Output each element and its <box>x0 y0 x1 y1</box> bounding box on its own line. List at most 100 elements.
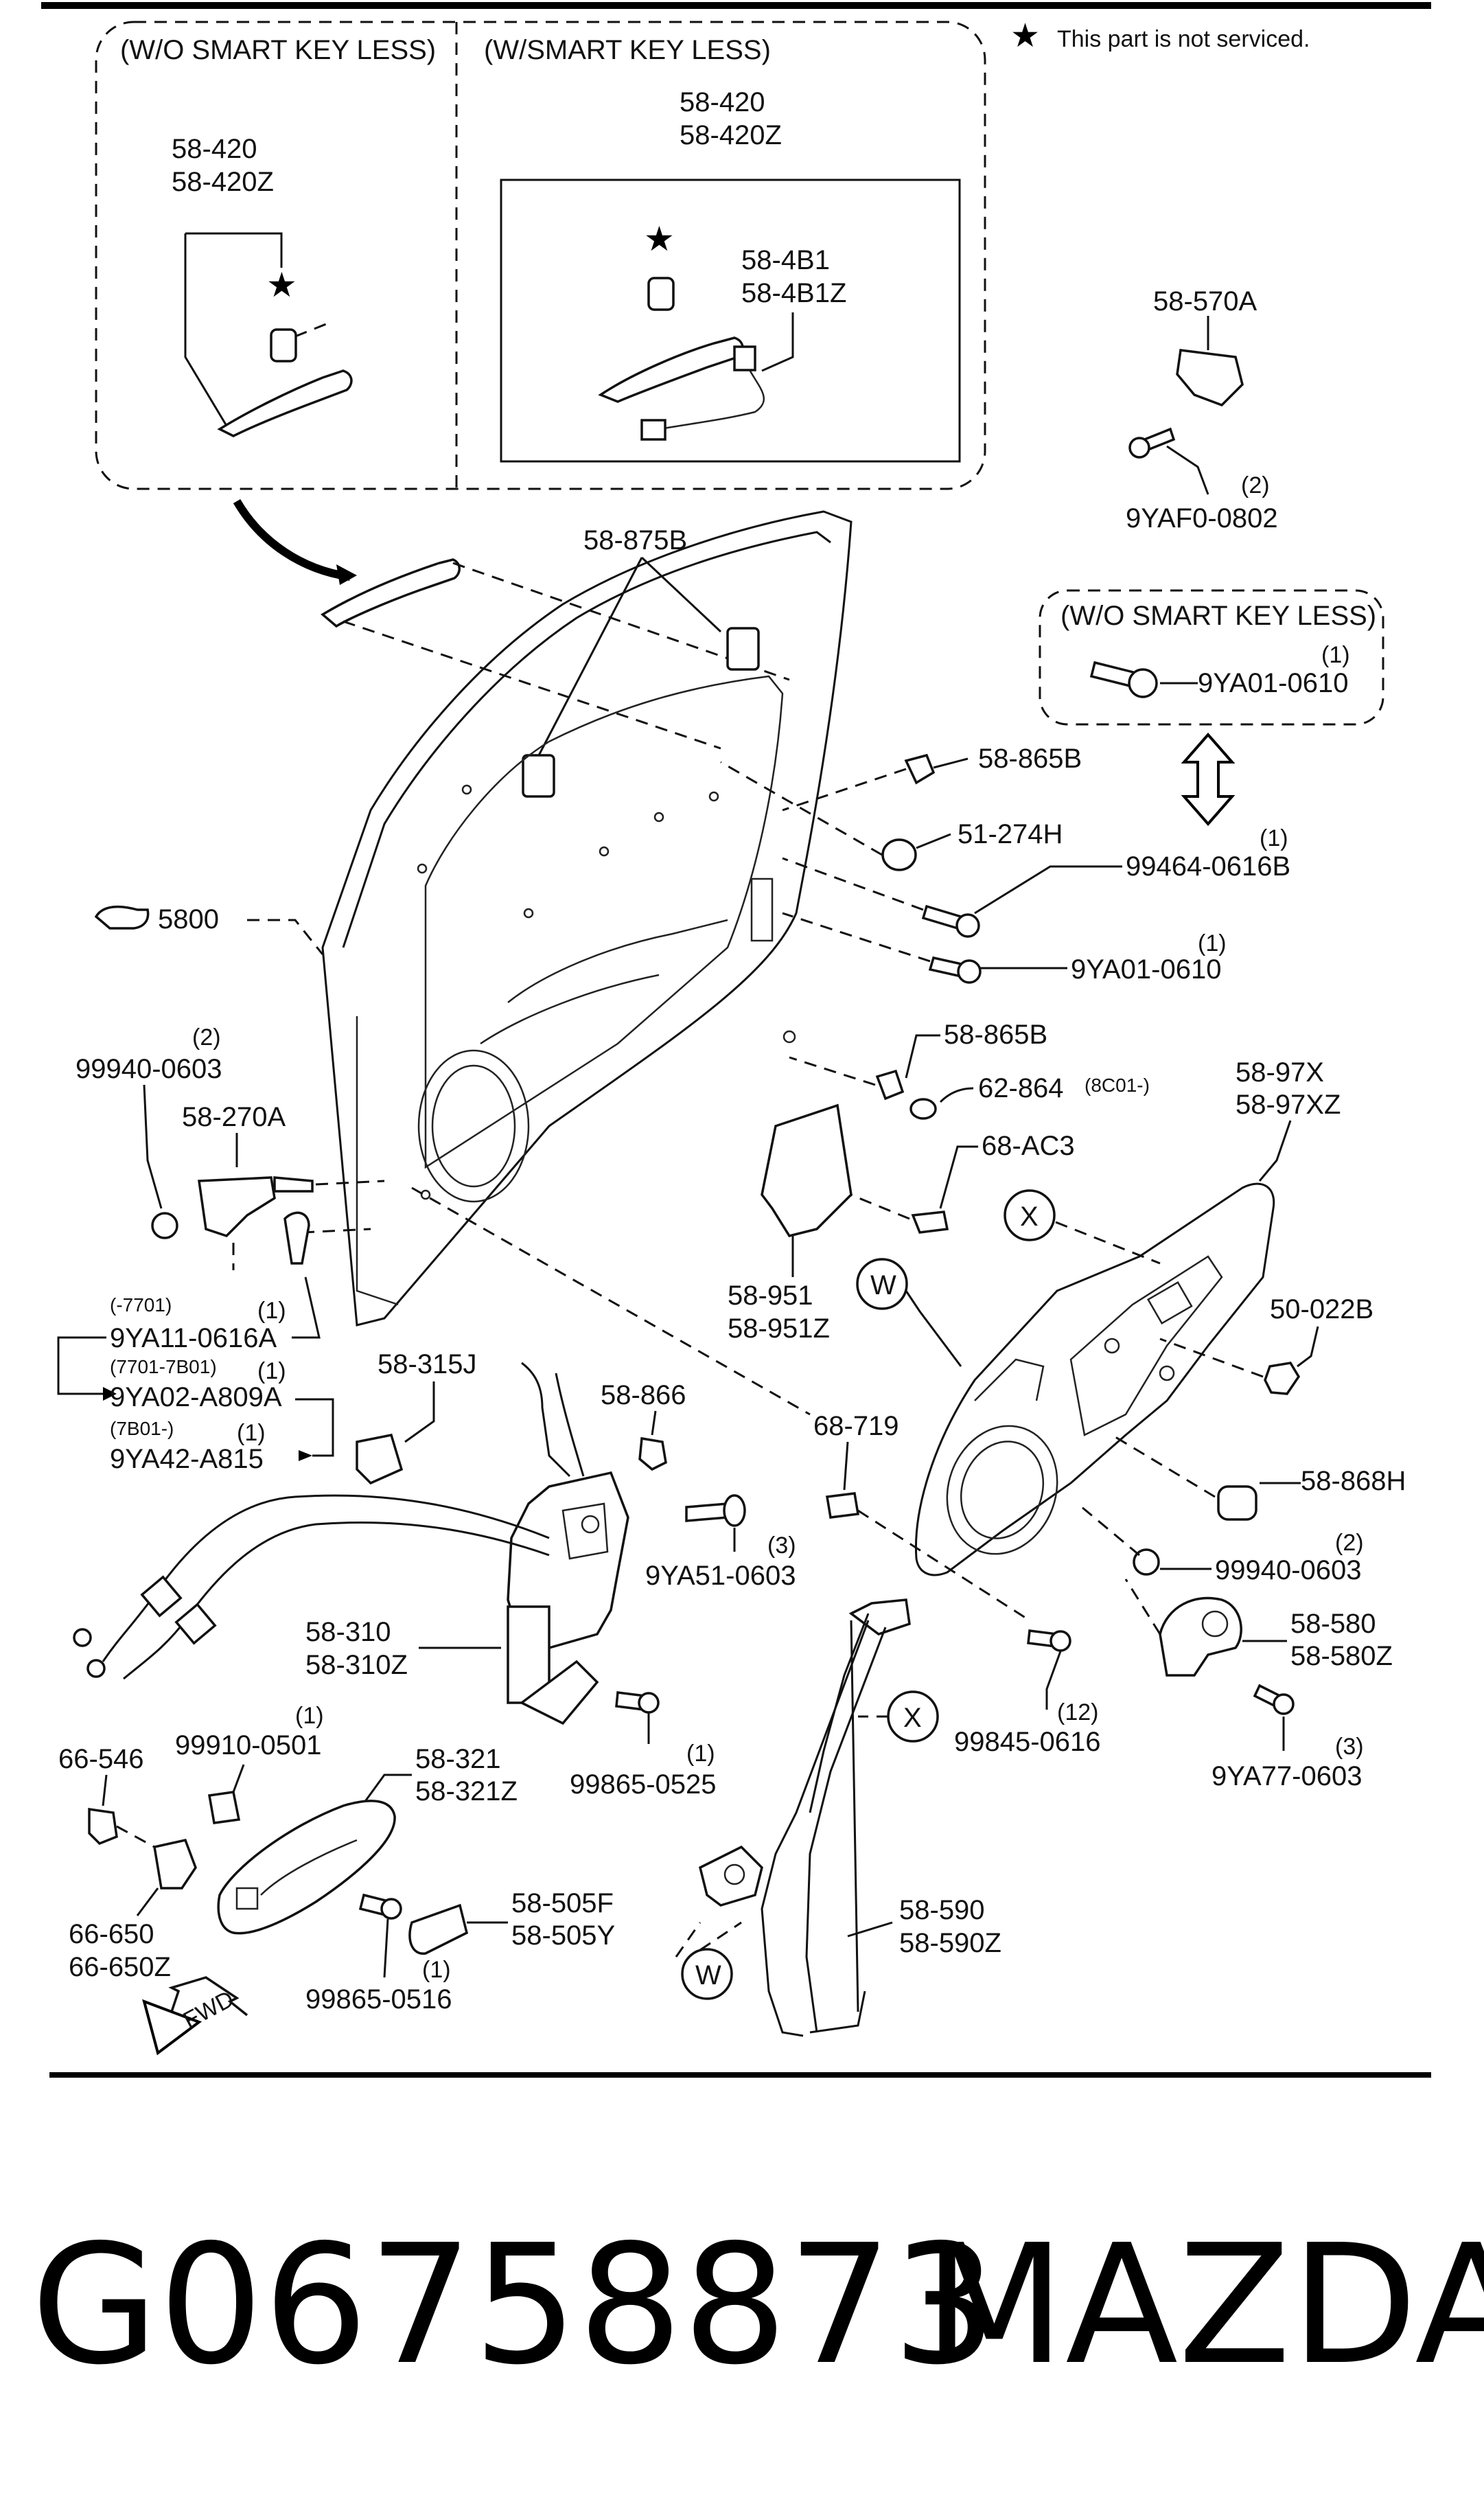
leader <box>184 233 228 426</box>
label-58-420-right: 58-420 <box>680 87 765 117</box>
antenna-harness-icon <box>658 360 765 431</box>
qty: (1) <box>1321 642 1350 668</box>
clip-icon <box>638 1436 667 1471</box>
label-9YA77-0603: 9YA77-0603 <box>1211 1761 1362 1791</box>
label-99940-0603-right: 99940-0603 <box>1215 1555 1362 1585</box>
clip-icon <box>356 1433 404 1485</box>
qty: (2) <box>1335 1530 1364 1556</box>
label-58-865B: 58-865B <box>944 1020 1047 1050</box>
qty: (1) <box>686 1741 715 1767</box>
clip-icon <box>904 753 936 785</box>
label-50-022B: 50-022B <box>1270 1294 1373 1324</box>
label-62-864-note: (8C01-) <box>1085 1075 1150 1096</box>
callout-w-2 <box>681 1948 733 2000</box>
qty: (3) <box>1335 1734 1364 1760</box>
qty: (1) <box>1260 825 1288 851</box>
qty: (3) <box>767 1533 796 1559</box>
label-58-951Z: 58-951Z <box>728 1313 830 1344</box>
label-58-590: 58-590 <box>899 1895 985 1925</box>
qty: (2) <box>192 1024 221 1051</box>
label-58-580Z: 58-580Z <box>1290 1641 1393 1671</box>
label-9YA01-0610: 9YA01-0610 <box>1071 954 1221 985</box>
leader <box>185 232 283 268</box>
striker-icon <box>1176 349 1244 407</box>
label-99865-0516: 99865-0516 <box>305 1984 452 2015</box>
clip-icon <box>88 1807 118 1846</box>
label-58-310Z: 58-310Z <box>305 1650 408 1680</box>
label-51-274H: 51-274H <box>958 819 1063 849</box>
clip-icon <box>825 1492 860 1519</box>
label-9YAF0-0802: 9YAF0-0802 <box>1126 503 1278 533</box>
label-58-865B-top: 58-865B <box>978 744 1082 774</box>
window-motor-icon <box>1159 1596 1242 1677</box>
label-58-570A: 58-570A <box>1153 286 1257 317</box>
label-99910-0501: 99910-0501 <box>175 1730 322 1760</box>
bolt-icon <box>685 1502 729 1522</box>
grommet-icon <box>881 838 917 871</box>
nut-icon <box>151 1212 178 1239</box>
module-panel <box>914 1182 1275 1576</box>
label-58-420-left: 58-420 <box>172 134 257 164</box>
seal-icon <box>761 1103 853 1238</box>
range: (-7701) <box>110 1294 172 1316</box>
inset-smart-key-box <box>95 21 986 490</box>
label-66-546: 66-546 <box>58 1744 144 1774</box>
label-99940-0603-left: 99940-0603 <box>76 1054 222 1084</box>
label-58-951: 58-951 <box>728 1281 813 1311</box>
callout-w-1 <box>856 1258 908 1310</box>
callout-x-1 <box>1004 1189 1056 1241</box>
label-58-97X: 58-97X <box>1236 1057 1324 1088</box>
nut-icon <box>1133 1548 1160 1576</box>
label-58-505Y: 58-505Y <box>511 1920 615 1951</box>
callout-x-letter: X <box>903 1703 922 1733</box>
cover-icon <box>408 1903 469 1955</box>
label-58-321Z: 58-321Z <box>415 1776 518 1806</box>
connector-icon <box>640 419 666 441</box>
label-9YA51-0603: 9YA51-0603 <box>645 1561 796 1591</box>
label-58-590Z: 58-590Z <box>899 1928 1001 1958</box>
label-99845-0616: 99845-0616 <box>954 1727 1101 1757</box>
key-cylinder-cap-icon <box>270 328 297 363</box>
o-ring-icon <box>909 1098 937 1120</box>
label-66-650: 66-650 <box>69 1919 154 1949</box>
screw-icon <box>911 1210 949 1234</box>
qty: (1) <box>422 1957 451 1983</box>
label-58-875B: 58-875B <box>583 525 687 555</box>
label-68-719: 68-719 <box>813 1411 899 1441</box>
hand-pointer-icon <box>94 905 150 930</box>
label-9YA11-0616A: 9YA11-0616A <box>110 1323 277 1353</box>
label-58-4B1Z: 58-4B1Z <box>741 278 846 308</box>
part-number: G06758873 <box>31 2209 997 2401</box>
star-icon: ★ <box>644 219 675 259</box>
label-62-864: 62-864 <box>978 1073 1064 1103</box>
switch-icon <box>153 1838 197 1890</box>
bolt-icon <box>273 1176 314 1193</box>
label-58-4B1: 58-4B1 <box>741 245 830 275</box>
bolt-icon <box>921 904 963 930</box>
bolt-icon <box>283 1211 310 1265</box>
star-icon: ★ <box>1010 16 1040 55</box>
leader <box>761 312 794 372</box>
qty: (1) <box>237 1420 266 1446</box>
inset-small-title: (W/O SMART KEY LESS) <box>1060 601 1376 631</box>
grommet-icon <box>1264 1362 1301 1395</box>
label-58-868H: 58-868H <box>1301 1466 1406 1496</box>
label-58-97XZ: 58-97XZ <box>1236 1090 1341 1120</box>
smart-key-frame <box>500 179 961 463</box>
label-58-505F: 58-505F <box>511 1888 614 1918</box>
callout-w-letter: W <box>695 1960 721 1990</box>
callout-arrow <box>233 498 351 581</box>
label-9YA02-A809A: 9YA02-A809A <box>110 1382 282 1412</box>
range: (7B01-) <box>110 1418 174 1439</box>
label-5800: 5800 <box>158 904 219 934</box>
label-58-866: 58-866 <box>601 1380 686 1410</box>
qty: (2) <box>1241 472 1270 498</box>
not-serviced-note: This part is not serviced. <box>1057 26 1310 52</box>
qty: (1) <box>295 1703 324 1729</box>
star-icon: ★ <box>266 265 297 305</box>
door-handle-icon <box>321 558 461 628</box>
cap-icon <box>1217 1485 1257 1521</box>
callout-w-letter: W <box>870 1270 896 1300</box>
label-66-650Z: 66-650Z <box>69 1952 171 1982</box>
